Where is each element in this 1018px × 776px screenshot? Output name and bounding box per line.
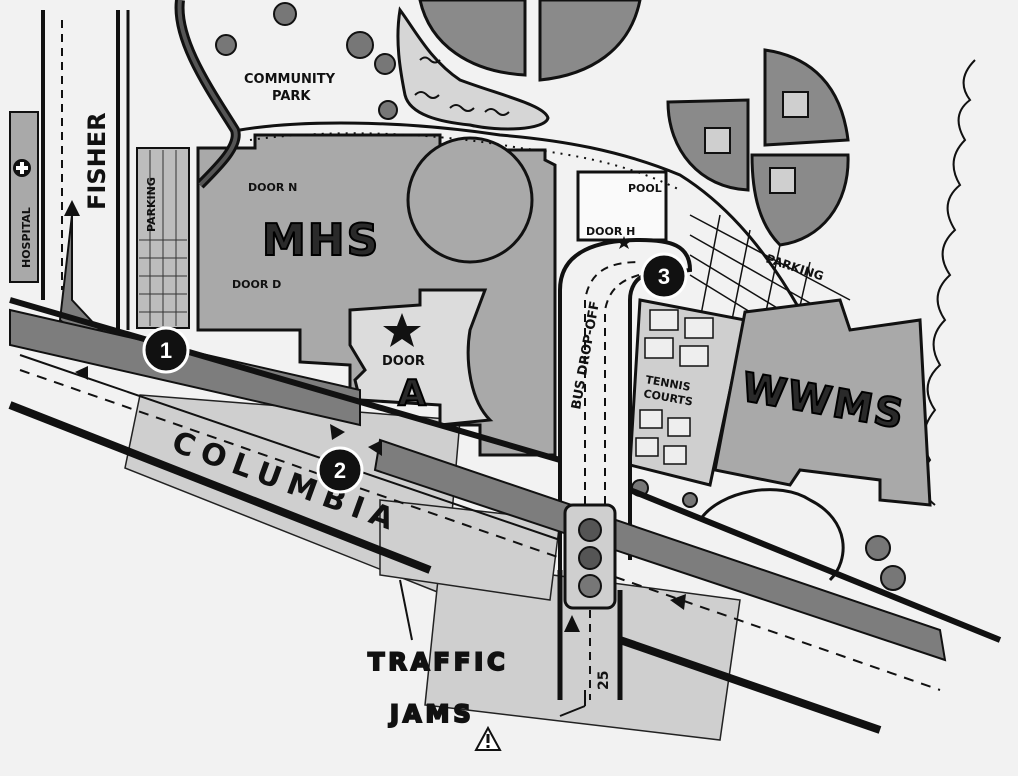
- hospital-cross-icon: [13, 159, 31, 177]
- community-park-label: COMMUNITY: [244, 72, 336, 87]
- community-park-label-2: PARK: [272, 89, 311, 104]
- door-h-label: DOOR H: [586, 225, 635, 238]
- columbia-road: [8, 297, 1002, 734]
- route-25-label: 25: [596, 671, 612, 690]
- ball-field: [538, 0, 642, 82]
- jams-label: JAMS: [388, 700, 475, 728]
- fisher-street-label: FISHER: [83, 112, 111, 210]
- marker-3-number: 3: [658, 264, 670, 289]
- columbia-traffic-band-upper: [9, 308, 361, 427]
- tree-icon: [378, 100, 398, 120]
- wwms-building: [713, 298, 932, 507]
- star-icon: [383, 313, 421, 347]
- marker-1[interactable]: 1: [142, 326, 190, 374]
- columbia-arrows: [75, 366, 686, 610]
- tree-icon: [374, 53, 396, 75]
- mhs-label: MHS: [262, 215, 380, 266]
- parking-lot-right: [689, 214, 851, 356]
- tree-icon: [273, 2, 297, 26]
- ball-field: [418, 0, 527, 77]
- door-a-label: DOOR: [382, 354, 425, 369]
- park-entry-drive-inner: [177, 0, 238, 187]
- parking-left-label: PARKING: [145, 177, 158, 232]
- marker-2-number: 2: [334, 458, 346, 483]
- tree-icon: [215, 34, 237, 56]
- bus-drop-off-lane: [584, 261, 641, 560]
- wwms-roundabout: [698, 488, 845, 582]
- fisher-road: [41, 10, 130, 330]
- traffic-jam-pointers: [399, 579, 586, 717]
- perimeter-road-dots: [249, 132, 681, 191]
- traffic-light-icon: [563, 503, 617, 610]
- star-icon: [617, 236, 631, 249]
- arrow-north: [564, 615, 580, 632]
- perimeter-road: [239, 121, 802, 311]
- tree-icon: [346, 31, 374, 59]
- south-road: [557, 570, 623, 700]
- parking-lot-left: [136, 147, 190, 329]
- marker-1-number: 1: [160, 338, 172, 363]
- pond-waves: [414, 56, 510, 116]
- marker-3[interactable]: 3: [640, 252, 688, 300]
- ball-field-infields: [704, 91, 809, 194]
- columbia-traffic-band-lower: [373, 438, 947, 662]
- tennis-courts: [628, 298, 747, 487]
- tree-icon: [880, 565, 906, 591]
- warning-icon: [474, 725, 502, 751]
- hospital-building: [9, 111, 39, 283]
- marker-2[interactable]: 2: [316, 446, 364, 494]
- tree-icon: [865, 535, 891, 561]
- arrow-north: [64, 200, 80, 216]
- bus-drop-off-loop: [558, 237, 693, 570]
- pool-label: POOL: [628, 182, 662, 195]
- traffic-label: TRAFFIC: [368, 648, 509, 676]
- pond: [396, 6, 550, 131]
- door-a-letter: A: [398, 373, 428, 414]
- tree-icon: [682, 492, 698, 508]
- pool-building: [576, 170, 668, 242]
- mhs-gym-dome: [406, 136, 534, 264]
- door-n-label: DOOR N: [248, 181, 297, 194]
- door-d-label: DOOR D: [232, 278, 281, 291]
- tree-cluster: [215, 2, 906, 591]
- hospital-label: HOSPITAL: [20, 207, 33, 268]
